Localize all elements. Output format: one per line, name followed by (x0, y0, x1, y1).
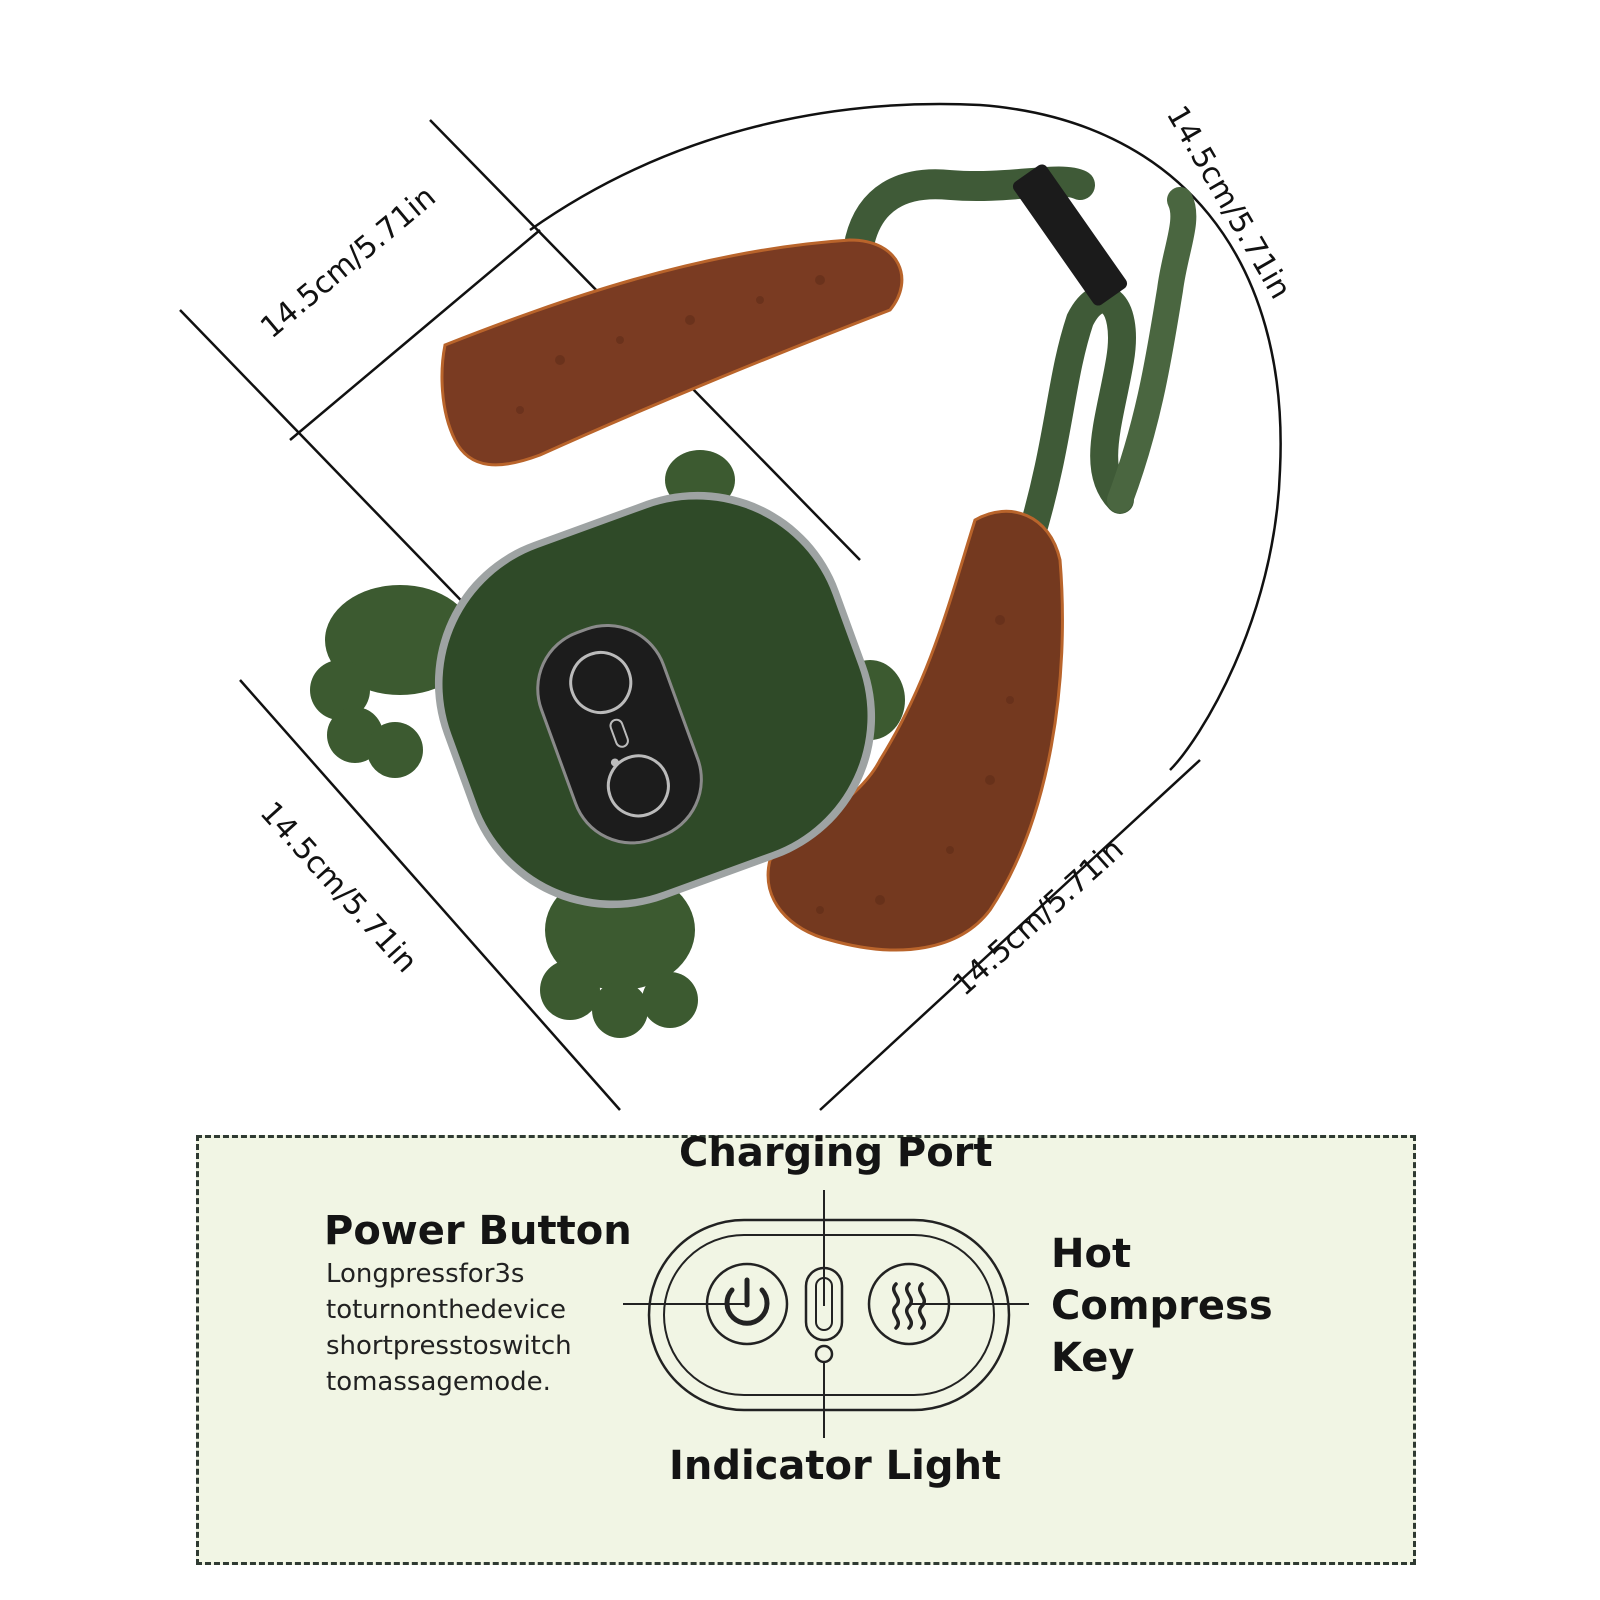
control-panel-outline (647, 1218, 1011, 1412)
indicator-led-icon (814, 1344, 834, 1364)
hot-compress-label: Hot Compress Key (1051, 1228, 1273, 1384)
product-illustration: 14.5cm/5.71in 14.5cm/5.71in 14.5cm/5.71i… (179, 100, 1298, 1111)
device-control-panel (536, 623, 703, 845)
dim-line-bottom-right (819, 759, 1201, 1111)
charging-port-label: Charging Port (679, 1130, 993, 1176)
heat-waves-icon (892, 1282, 926, 1330)
power-desc-line-4: tomassagemode. (326, 1367, 551, 1397)
control-panel-inner-outline (663, 1234, 995, 1396)
dim-line-top-left-c (289, 229, 541, 441)
power-desc-line-1: Longpressfor3s (326, 1259, 525, 1289)
leather-strap-upper (440, 238, 904, 467)
fabric-strap-loop-2 (1107, 187, 1197, 513)
power-icon (724, 1277, 770, 1326)
strap-buckle (1012, 164, 1128, 306)
power-desc-line-3: shortpresstoswitch (326, 1331, 572, 1361)
device-body (434, 491, 876, 909)
power-desc-line-2: toturnonthedevice (326, 1295, 566, 1325)
hot-compress-line-2: Compress (1051, 1283, 1273, 1329)
hot-compress-line-3: Key (1051, 1335, 1135, 1381)
indicator-light-label: Indicator Light (669, 1443, 1002, 1489)
control-legend-panel: Charging Port Power Button Longpressfor3… (196, 1130, 1416, 1565)
leather-strap-lower (766, 509, 1064, 952)
dim-line-bottom-left (239, 679, 621, 1111)
power-button-description: Longpressfor3s toturnonthedevice shortpr… (326, 1256, 572, 1400)
control-diagram (623, 1190, 1029, 1438)
leather-texture (516, 275, 1014, 914)
dim-line-top-left-b (179, 309, 481, 621)
hot-compress-line-1: Hot (1051, 1231, 1132, 1277)
massager-drawing (179, 102, 1282, 1111)
power-button-title: Power Button (324, 1208, 632, 1254)
outline-curve (529, 102, 1282, 771)
